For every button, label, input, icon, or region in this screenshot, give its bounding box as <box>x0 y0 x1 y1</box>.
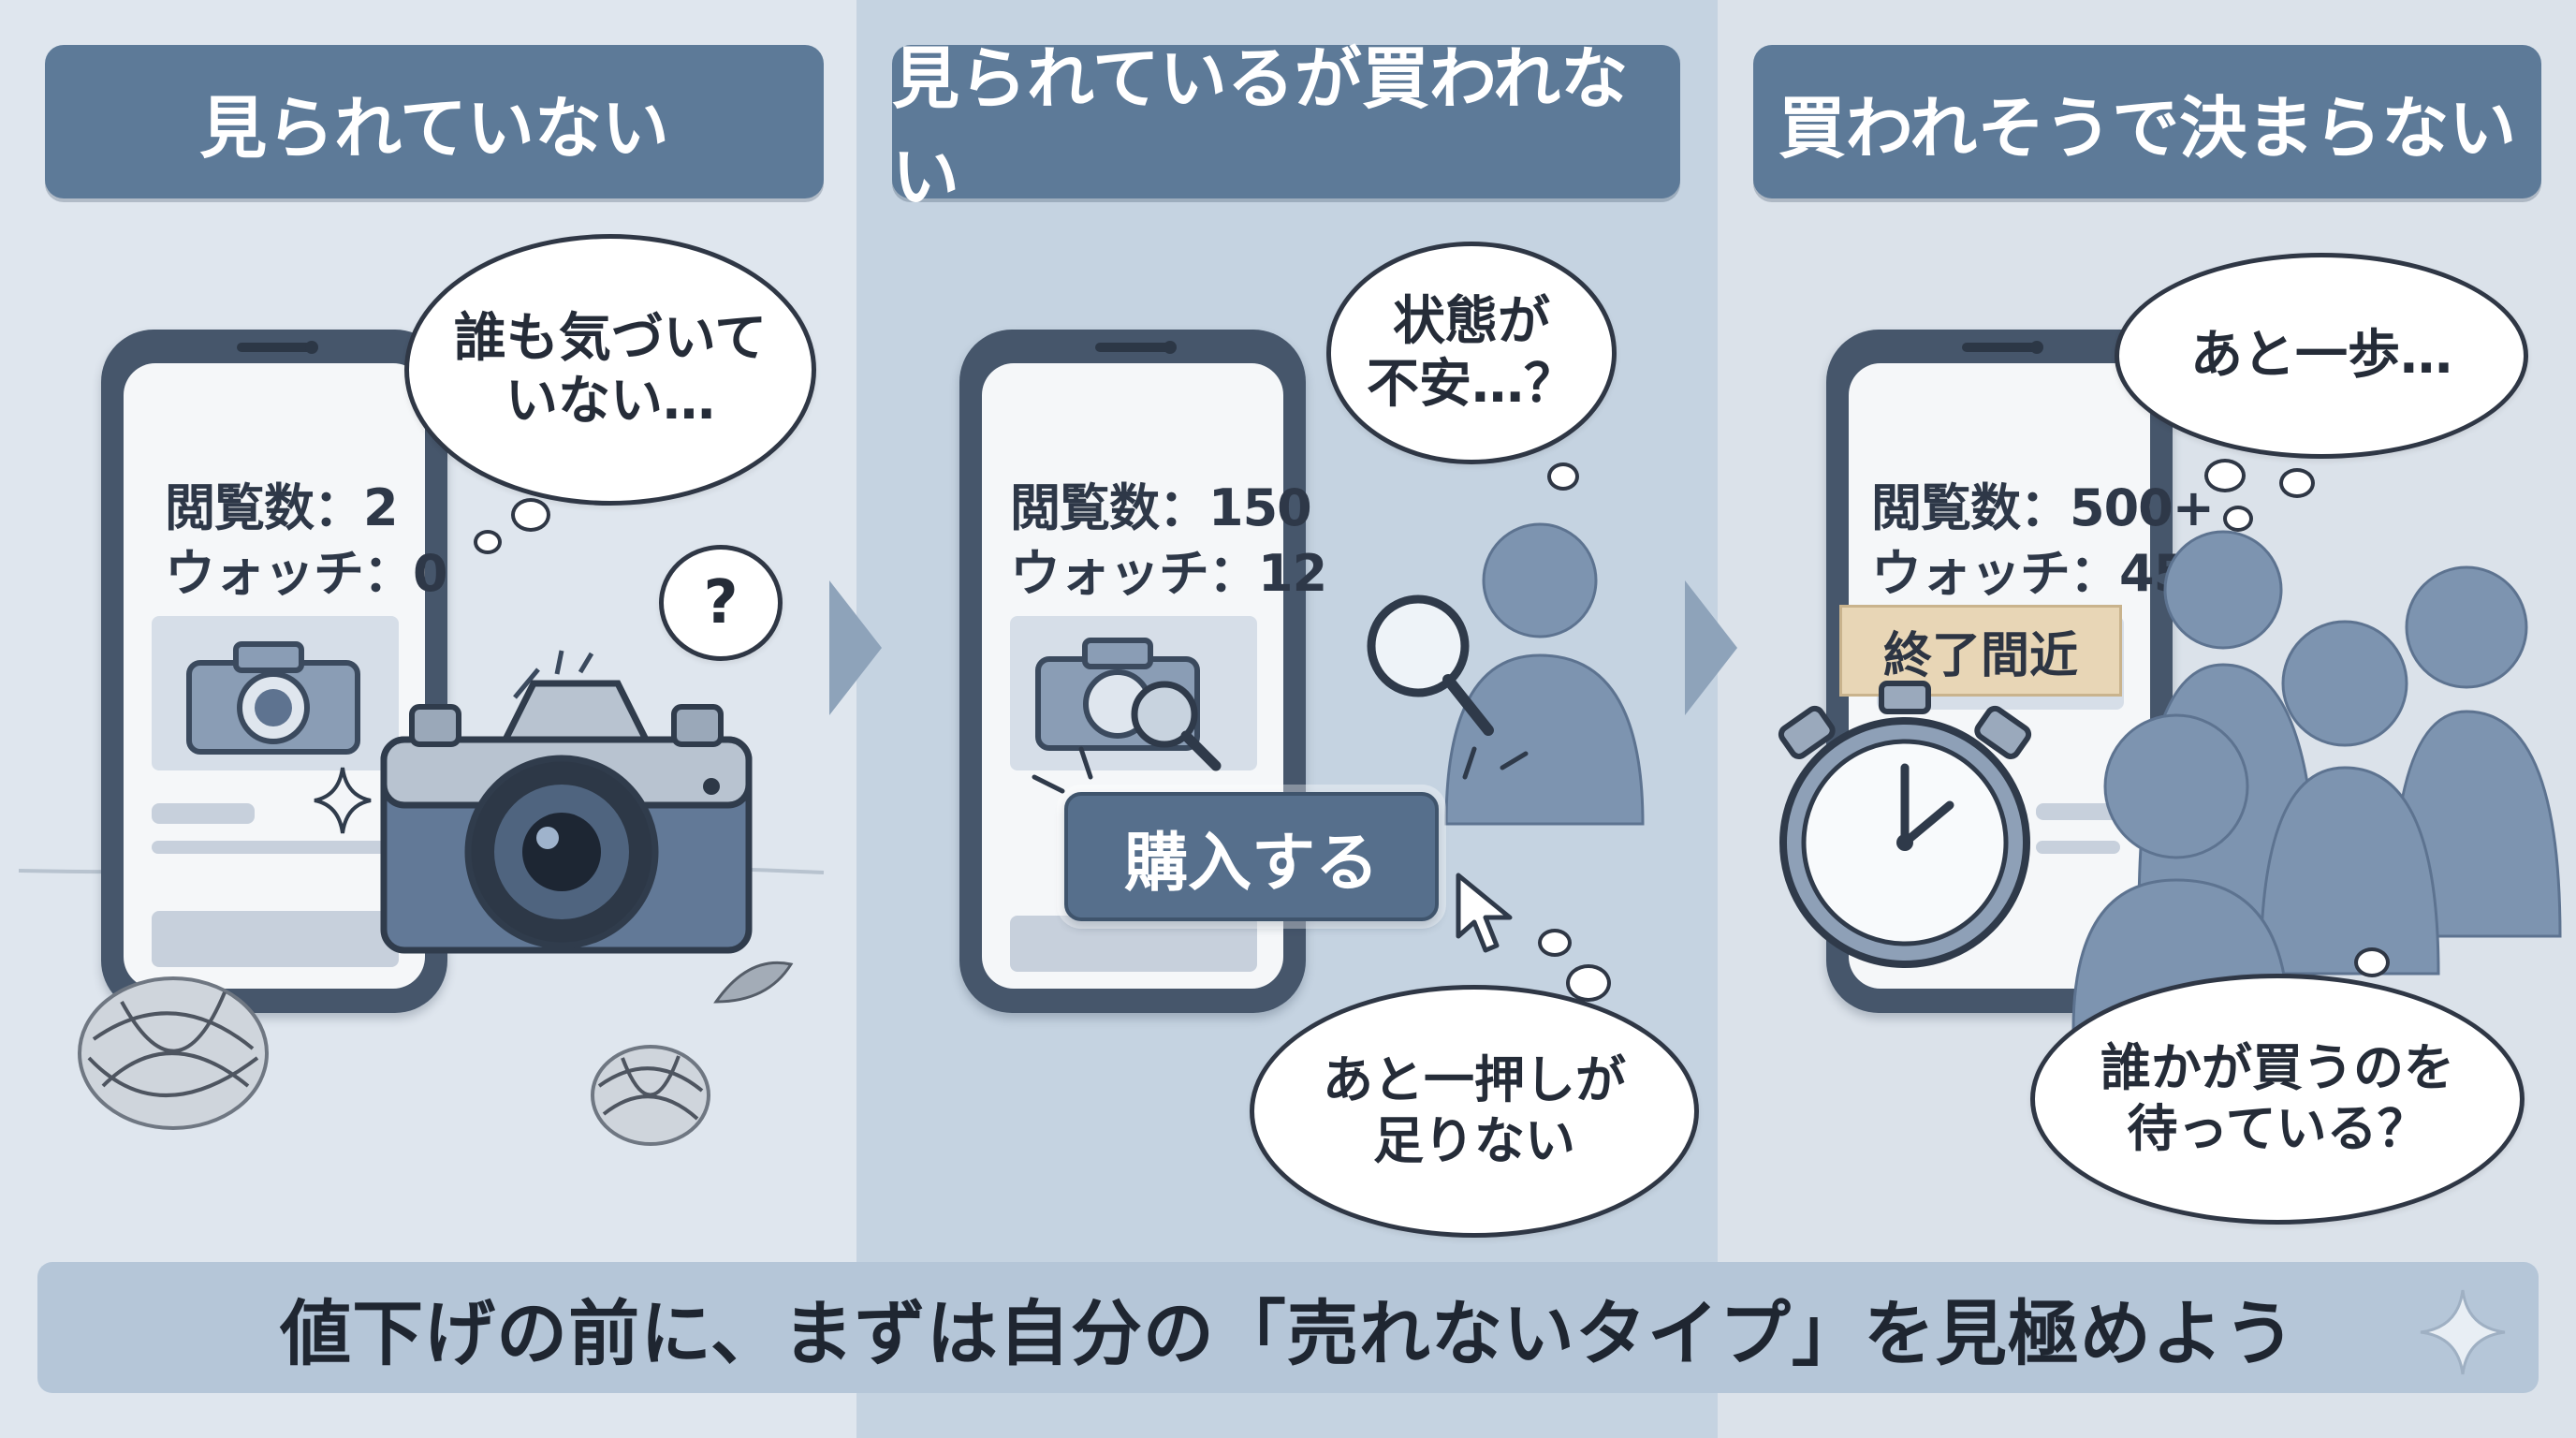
camera-dot <box>1164 341 1177 354</box>
panel-title: 見られているが買われない <box>892 39 1680 216</box>
sparkle-icon <box>2420 1289 2506 1375</box>
question-bubble: ? <box>659 545 783 661</box>
panel-seen-not-bought: 見られているが買われない 閲覧数：150 ウォッチ：12 <box>856 0 1718 1438</box>
views-label: 閲覧数： <box>1010 478 1209 537</box>
sparkle-lines <box>1032 746 1529 794</box>
panel-title: 買われそうで決まらない <box>1753 45 2541 198</box>
text-placeholder <box>152 841 395 854</box>
magnifier-icon <box>1131 681 1222 771</box>
views-value: 500+ <box>2070 478 2215 537</box>
thought-bubble: あと一歩… <box>2115 253 2528 459</box>
phone-notch <box>237 343 312 352</box>
phone: 閲覧数：2 ウォッチ：0 <box>101 330 448 1013</box>
thought-dot <box>474 530 502 554</box>
text-placeholder <box>152 911 399 967</box>
watch-stat: ウォッチ：0 <box>165 532 448 606</box>
leaf-icon <box>713 961 794 1004</box>
thought-dot <box>511 498 550 532</box>
tumbleweed-icon <box>78 976 269 1130</box>
thought-dot <box>2279 468 2315 498</box>
phone-screen: 閲覧数：2 ウォッチ：0 <box>124 363 448 989</box>
thought-dot <box>1566 964 1611 1002</box>
panel-title: 見られていない <box>45 45 824 198</box>
phone-notch <box>1962 343 2037 352</box>
camera-icon <box>186 641 360 755</box>
thought-dot <box>1538 929 1572 957</box>
product-thumbnail <box>152 616 399 770</box>
camera-dot <box>305 341 318 354</box>
people-icon <box>2071 530 2562 1032</box>
tumbleweed-icon <box>591 1045 710 1146</box>
thought-bubble: 誰かが買うのを 待っている？ <box>2030 974 2525 1225</box>
phone-notch <box>1095 343 1170 352</box>
thought-dot <box>2223 506 2253 532</box>
panel-not-seen: 見られていない 閲覧数：2 ウォッチ：0 <box>0 0 856 1438</box>
views-stat: 閲覧数：500+ <box>1871 466 2215 540</box>
stopwatch-icon <box>1778 681 2032 968</box>
text-placeholder <box>152 803 255 824</box>
views-stat: 閲覧数：150 <box>1010 466 1312 540</box>
thought-dot <box>2204 459 2246 492</box>
views-value: 2 <box>363 478 399 537</box>
thought-dot <box>1547 462 1579 491</box>
thought-dot <box>2354 947 2390 977</box>
thought-bubble: 状態が 不安…？ <box>1326 242 1617 464</box>
watch-value: 0 <box>413 544 448 603</box>
camera-icon <box>380 650 753 954</box>
panel-almost-sold: 買われそうで決まらない 閲覧数：500+ ウォッチ：45 終了間近 あと一歩… <box>1718 0 2576 1438</box>
watch-stat: ウォッチ：12 <box>1010 532 1327 606</box>
footer-message: 値下げの前に、まずは自分の「売れないタイプ」を見極めよう <box>37 1262 2539 1393</box>
views-value: 150 <box>1208 478 1312 537</box>
sparkle-icon <box>314 767 372 834</box>
thought-bubble: あと一押しが 足りない <box>1250 985 1699 1238</box>
thought-bubble: 誰も気づいて いない… <box>404 234 816 506</box>
views-stat: 閲覧数：2 <box>165 466 399 540</box>
text-placeholder <box>2036 803 2120 820</box>
views-label: 閲覧数： <box>1871 478 2071 537</box>
ending-soon-ribbon: 終了間近 <box>1839 605 2122 697</box>
camera-dot <box>2030 341 2043 354</box>
person-icon <box>1367 522 1645 826</box>
watch-value: 12 <box>1258 544 1327 603</box>
views-label: 閲覧数： <box>165 478 364 537</box>
watch-label: ウォッチ： <box>1010 544 1259 603</box>
cursor-icon <box>1456 873 1513 953</box>
watch-label: ウォッチ： <box>1871 544 2120 603</box>
buy-button[interactable]: 購入する <box>1064 792 1439 921</box>
arrow-right-icon <box>1685 580 1737 715</box>
text-placeholder <box>1010 916 1257 972</box>
arrow-right-icon <box>829 580 882 715</box>
watch-label: ウォッチ： <box>165 544 414 603</box>
text-placeholder <box>2036 841 2120 854</box>
product-thumbnail <box>1010 616 1257 771</box>
